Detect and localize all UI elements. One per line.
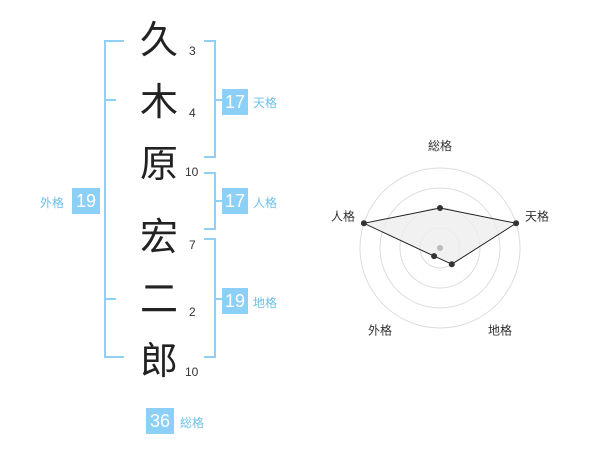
name-char-2: 木 — [139, 80, 178, 124]
radar-point-5 — [360, 220, 367, 227]
radar-data-polygon — [362, 207, 518, 265]
radar-center-dot — [437, 245, 443, 251]
radar-axis-label-2: 天格 — [525, 209, 549, 224]
tenkaku-bracket — [204, 40, 216, 158]
soukaku-label: 総格 — [180, 416, 205, 430]
stroke-count-2: 4 — [189, 106, 196, 120]
radar-point-1 — [437, 205, 443, 211]
jinkaku-value-badge: 17 — [222, 188, 248, 214]
stroke-count-3: 10 — [185, 165, 199, 179]
radar-axis-label-1: 総格 — [428, 138, 452, 153]
radar-axis-label-5: 人格 — [331, 209, 355, 224]
gaikaku-label: 外格 — [40, 196, 65, 210]
name-char-1: 久 — [139, 18, 178, 62]
name-char-3: 原 — [139, 142, 178, 186]
gaikaku-tick-bottom — [104, 298, 116, 300]
chikaku-tick — [216, 298, 222, 300]
chikaku-bracket — [204, 238, 216, 358]
gaikaku-bracket — [104, 40, 124, 358]
soukaku-value-badge: 36 — [146, 408, 174, 434]
stroke-count-5: 2 — [189, 305, 196, 319]
chikaku-value-badge: 19 — [222, 288, 248, 314]
jinkaku-tick — [216, 200, 222, 202]
radar-point-3 — [448, 261, 455, 268]
jinkaku-label: 人格 — [253, 196, 278, 210]
name-char-6: 郎 — [139, 339, 178, 383]
stroke-count-4: 7 — [189, 238, 196, 252]
tenkaku-label: 天格 — [253, 96, 278, 110]
tenkaku-value-badge: 17 — [222, 89, 248, 115]
gaikaku-value-badge: 19 — [72, 188, 100, 214]
radar-axis-label-3: 地格 — [488, 323, 512, 338]
stroke-count-6: 10 — [185, 365, 199, 379]
gaikaku-tick-top — [104, 99, 116, 101]
radar-grid-ring-3 — [379, 187, 501, 309]
radar-point-2 — [513, 220, 520, 227]
jinkaku-bracket — [204, 172, 216, 230]
radar-axis-label-4: 外格 — [368, 323, 392, 338]
stroke-count-1: 3 — [189, 44, 196, 58]
tenkaku-tick — [216, 99, 222, 101]
chikaku-label: 地格 — [253, 296, 278, 310]
radar-point-4 — [431, 253, 438, 260]
name-char-4: 宏 — [139, 215, 178, 259]
name-char-5: 二 — [139, 277, 178, 321]
radar-grid-ring-4 — [359, 167, 521, 329]
